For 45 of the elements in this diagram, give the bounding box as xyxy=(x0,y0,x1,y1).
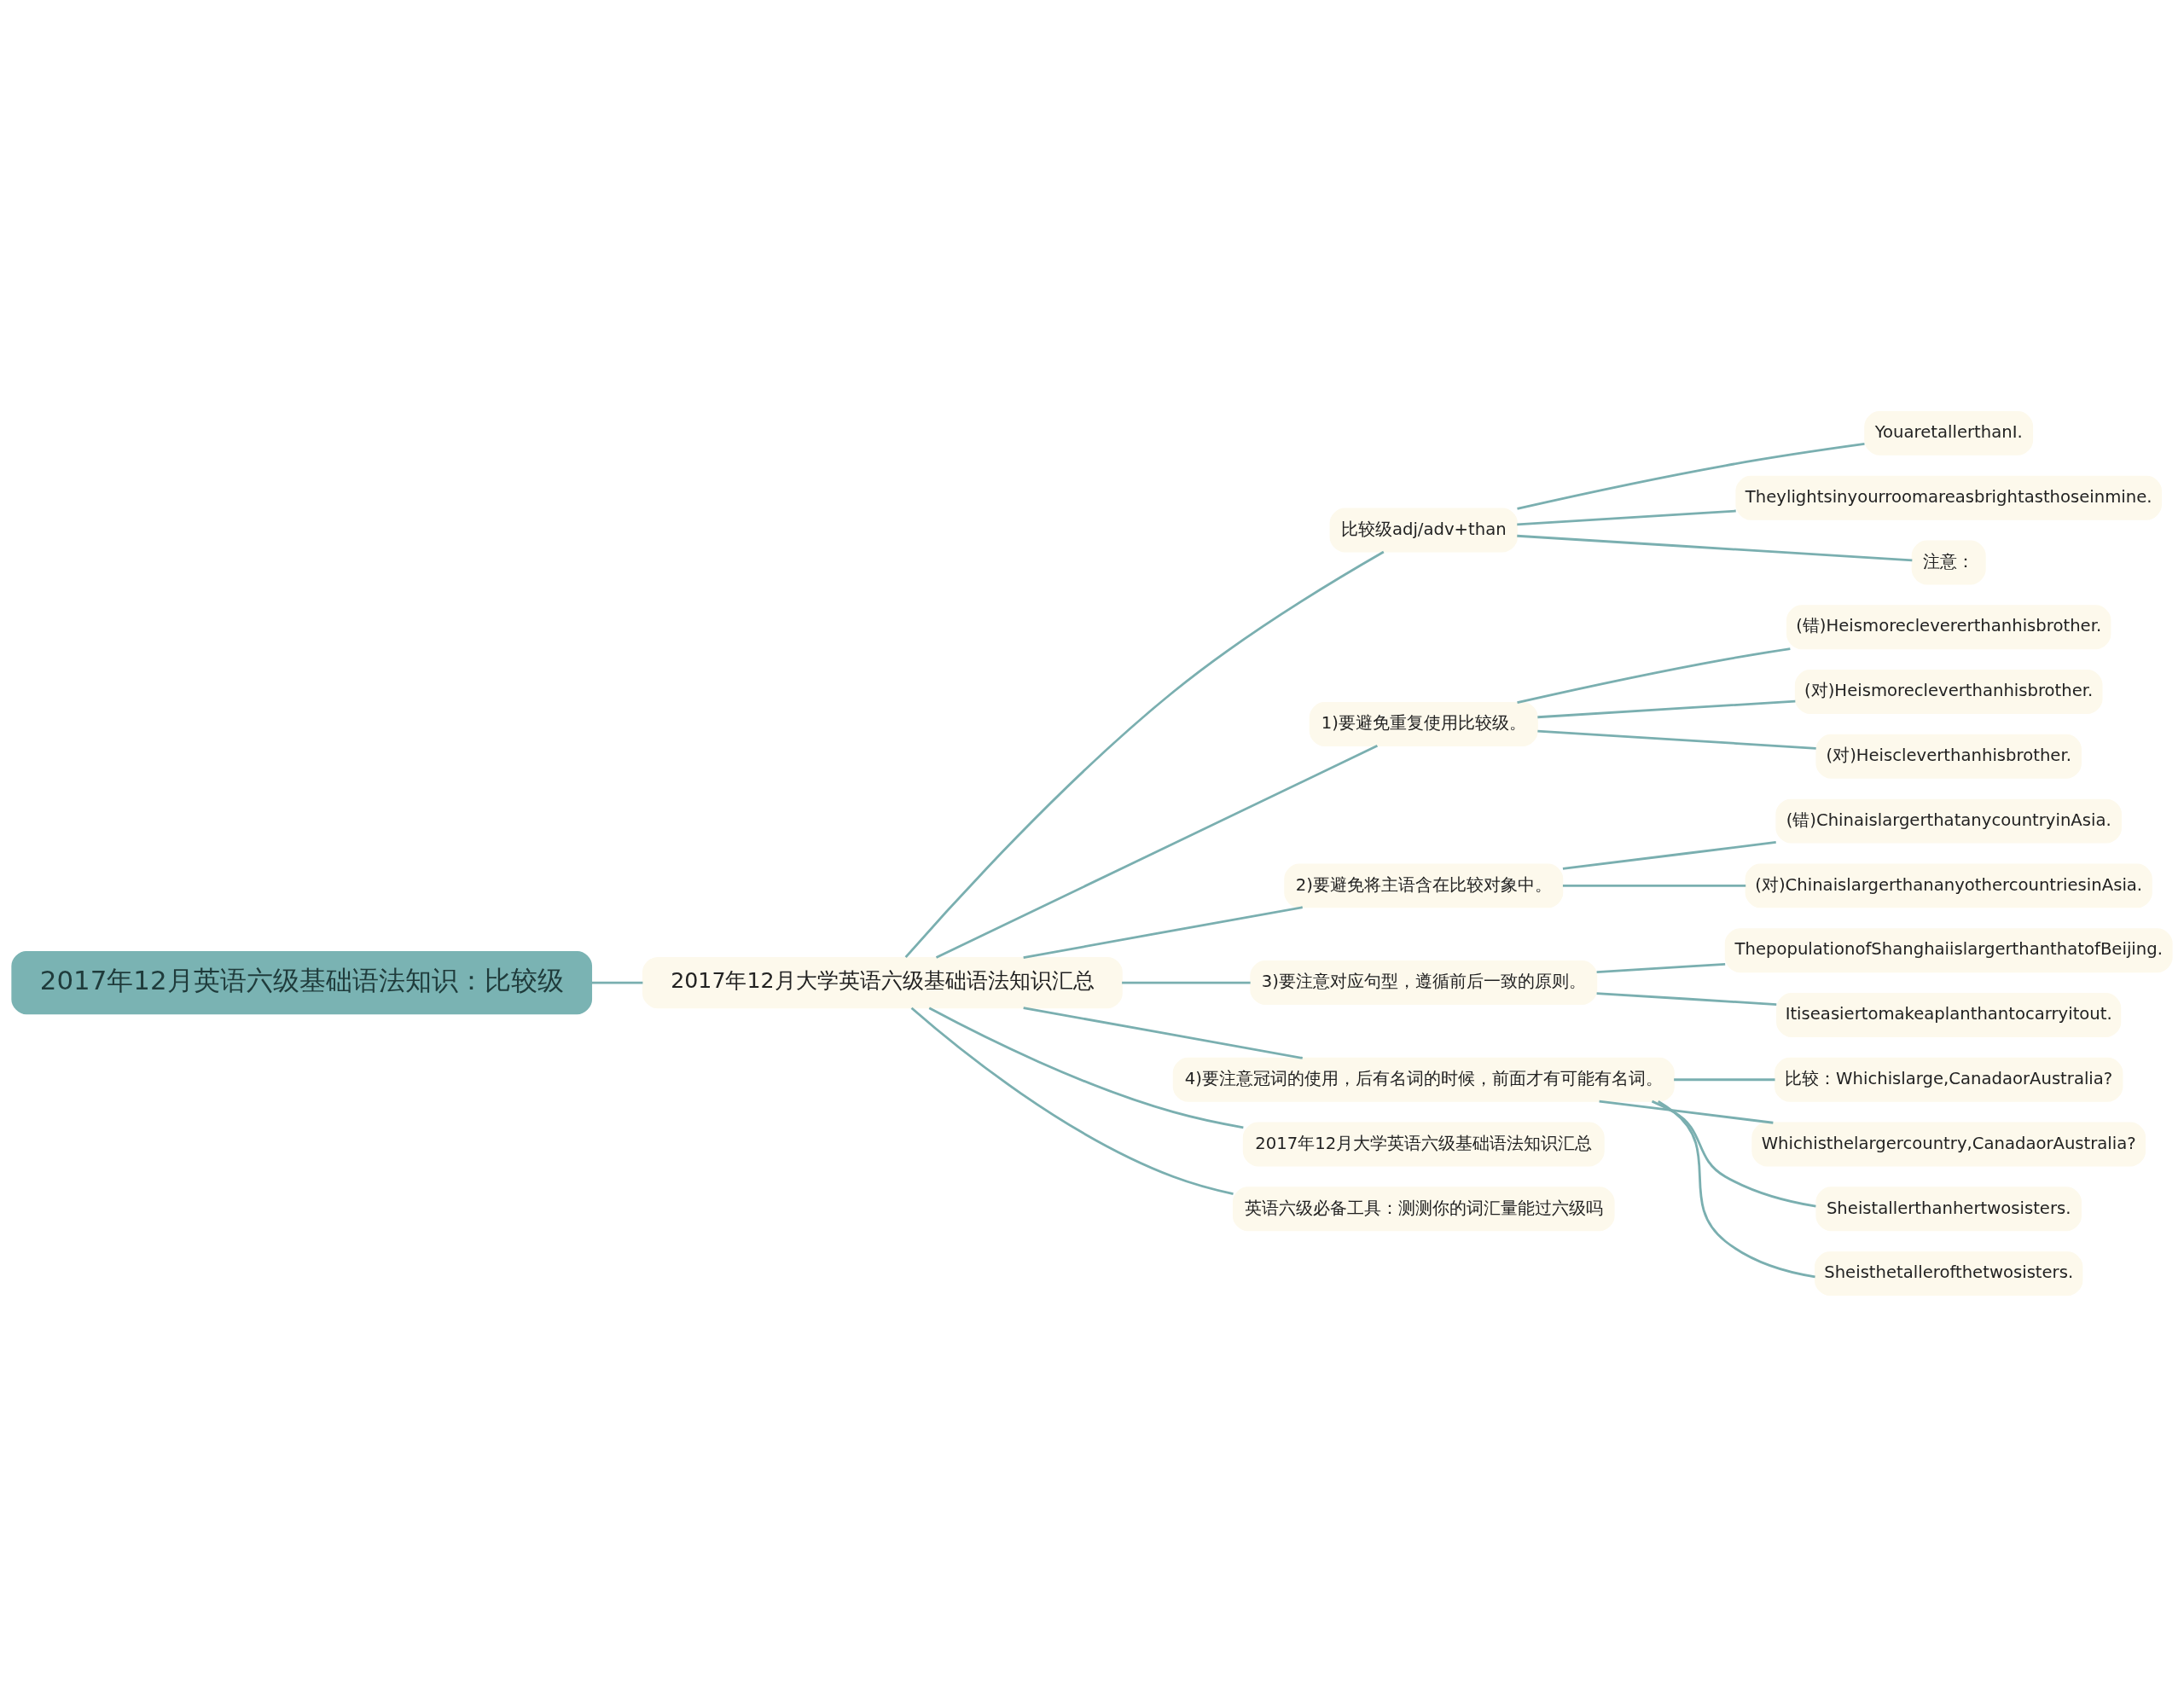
node-box: Sheisthetallerofthetwosisters. xyxy=(1815,1250,2083,1296)
node-box: Sheistallerthanhertwosisters. xyxy=(1815,1186,2082,1231)
node-box: ThepopulationofShanghaiislargerthanthatofBeijing. xyxy=(1724,927,2173,972)
node-box: 4)要注意冠词的使用，后有名词的时候，前面才有可能有名词。 xyxy=(1172,1057,1675,1102)
node-box: (错)ChinaislargerthatanycountryinAsia. xyxy=(1775,798,2122,844)
node-box: 注意： xyxy=(1911,540,1986,584)
connector xyxy=(591,981,643,984)
connector xyxy=(1599,1100,1774,1124)
connector xyxy=(1517,534,1913,561)
node-box: Itiseasiertomakeaplanthantocarryitout. xyxy=(1776,992,2122,1037)
node-box: (对)ChinaislargerthananyothercountriesinAsia. xyxy=(1745,862,2152,908)
node-box: Whichisthelargercountry,CanadaorAustralia? xyxy=(1751,1122,2146,1166)
connector xyxy=(1023,905,1303,959)
connector xyxy=(1517,509,1736,525)
connector xyxy=(1596,962,1726,973)
node-box: YouaretallerthanI. xyxy=(1864,410,2034,456)
node-box: 1)要避免重复使用比较级。 xyxy=(1309,701,1538,746)
node-box: (对)Heismorecleverthanhisbrother. xyxy=(1794,669,2103,714)
connector xyxy=(928,1007,1244,1129)
connector xyxy=(1122,981,1251,984)
connector xyxy=(1562,884,1746,887)
connector xyxy=(910,1007,1234,1195)
connector xyxy=(904,550,1385,958)
node-box: 3)要注意对应句型，遵循前后一致的原则。 xyxy=(1250,960,1598,1005)
connector xyxy=(1537,729,1816,750)
node-box: 英语六级必备工具：测测你的词汇量能过六级吗 xyxy=(1232,1186,1615,1231)
connector xyxy=(1658,1100,1815,1278)
node-box: 2017年12月大学英语六级基础语法知识汇总 xyxy=(1242,1122,1605,1166)
connector xyxy=(935,744,1379,959)
connector xyxy=(1537,699,1796,718)
connector xyxy=(1596,991,1777,1006)
node-box: 比较：Whichislarge,CanadaorAustralia? xyxy=(1774,1057,2123,1102)
connector xyxy=(1517,442,1865,510)
connector xyxy=(1023,1006,1303,1059)
connector xyxy=(1517,647,1791,704)
connector xyxy=(1674,1077,1775,1081)
connector xyxy=(1562,840,1776,870)
node-box: Theylightsinyourroomareasbrightasthoseinmine. xyxy=(1735,475,2162,520)
node-box: 2)要避免将主语含在比较对象中。 xyxy=(1284,862,1564,908)
node-box: 2017年12月大学英语六级基础语法知识汇总 xyxy=(642,956,1123,1008)
node-box: 比较级adj/adv+than xyxy=(1329,508,1518,553)
connector xyxy=(1651,1100,1816,1208)
node-box: (对)Heiscleverthanhisbrother. xyxy=(1815,734,2082,779)
node-box: 2017年12月英语六级基础语法知识：比较级 xyxy=(11,950,593,1014)
node-box: (错)Heismoreclevererthanhisbrother. xyxy=(1786,604,2111,649)
